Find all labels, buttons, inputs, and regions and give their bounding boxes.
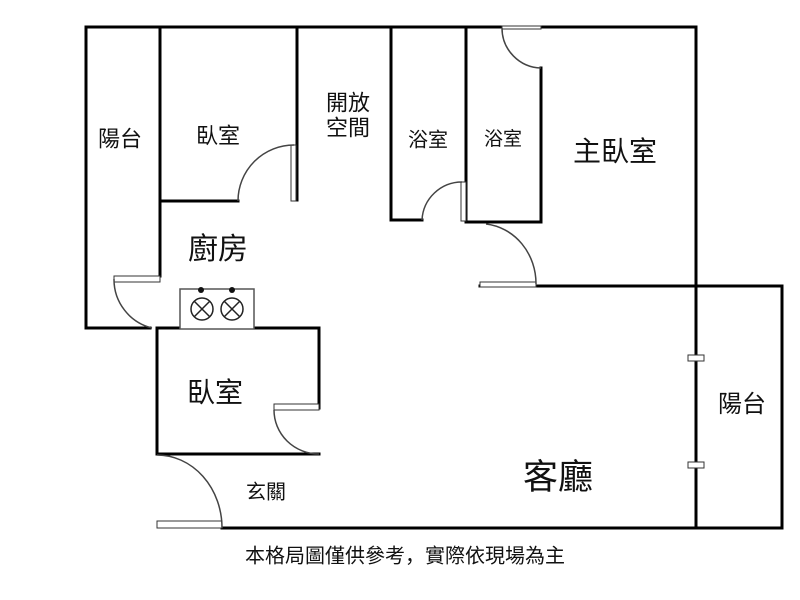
open-space-line-2: 空間 [325,117,371,142]
open-space-line-1: 開放 [325,91,371,117]
room-label-entrance: 玄關 [246,479,286,504]
door-entrance [156,454,223,529]
door-bathroom-2 [501,25,542,69]
room-label-bedroom-top: 臥室 [195,124,241,150]
walls [84,25,784,530]
room-label-bathroom-1: 浴室 [408,127,448,152]
door-bedroom-bottom [273,403,320,455]
room-label-master-bedroom: 主臥室 [572,134,658,168]
room-label-kitchen: 廚房 [188,231,248,267]
door-bathroom-1 [421,181,467,222]
door-master-bedroom [479,223,537,288]
room-label-balcony-right: 陽台 [718,390,766,419]
room-label-bedroom-bottom: 臥室 [186,375,244,409]
room-label-open-space: 開放 空間 [326,92,370,143]
room-label-living-room: 客廳 [522,457,594,498]
door-left-balcony [113,275,161,329]
room-label-bathroom-2: 浴室 [483,128,523,151]
room-label-balcony-left: 陽台 [97,127,143,153]
window-marks [687,354,705,469]
door-bedroom-top [237,144,297,202]
stove-icon [179,287,255,330]
disclaimer-caption: 本格局圖僅供參考，實際依現場為主 [245,543,565,568]
